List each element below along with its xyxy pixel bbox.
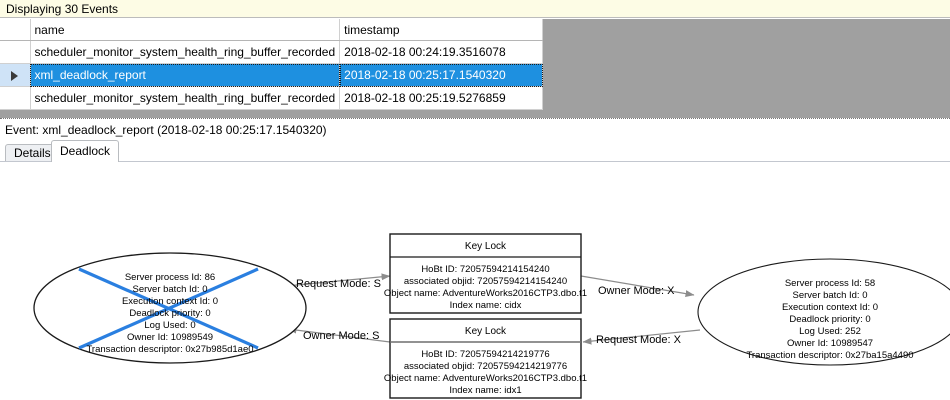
node-resource-top[interactable]: Key Lock HoBt ID: 72057594214154240 asso…	[384, 233, 587, 314]
deadlock-graph-canvas[interactable]: Request Mode: S Owner Mode: S Owner Mode…	[0, 161, 950, 400]
cell-name[interactable]: scheduler_monitor_system_health_ring_buf…	[30, 40, 341, 64]
cell-name[interactable]: scheduler_monitor_system_health_ring_buf…	[30, 86, 341, 110]
detail-tabstrip: Details Deadlock	[0, 140, 950, 162]
table-row[interactable]: xml_deadlock_report 2018-02-18 00:25:17.…	[0, 63, 544, 87]
row-selector-cell[interactable]	[0, 63, 31, 87]
node-victim-process[interactable]: Server process Id: 86 Server batch Id: 0…	[33, 252, 307, 364]
victim-line-5: Owner Id: 10989549	[127, 332, 213, 343]
edge-label-request-mode-s: Request Mode: S	[296, 278, 381, 290]
resource-top-line-0: HoBt ID: 72057594214154240	[421, 264, 549, 275]
column-header-timestamp[interactable]: timestamp	[339, 19, 544, 41]
cell-timestamp[interactable]: 2018-02-18 00:25:17.1540320	[339, 63, 544, 87]
resource-bottom-line-1: associated objid: 72057594214219776	[404, 361, 567, 372]
resource-top-line-1: associated objid: 72057594214154240	[404, 276, 567, 287]
survivor-line-4: Log Used: 252	[799, 326, 861, 337]
edge-request-mode-s[interactable]: Request Mode: S	[275, 273, 391, 290]
edge-line	[582, 329, 701, 345]
tab-deadlock[interactable]: Deadlock	[51, 140, 120, 162]
tab-deadlock-label: Deadlock	[60, 144, 111, 158]
edge-label-request-mode-x: Request Mode: X	[596, 334, 682, 346]
events-grid-header-row: name timestamp	[0, 19, 544, 41]
event-detail-title: Event: xml_deadlock_report (2018-02-18 0…	[5, 122, 327, 137]
edge-owner-mode-x[interactable]: Owner Mode: X	[580, 275, 695, 298]
edge-owner-mode-s[interactable]: Owner Mode: S	[287, 326, 391, 343]
edge-line	[580, 275, 695, 298]
survivor-line-0: Server process Id: 58	[785, 278, 875, 289]
victim-line-2: Execution context Id: 0	[122, 296, 218, 307]
survivor-line-3: Deadlock priority: 0	[789, 314, 870, 325]
events-grid[interactable]: name timestamp scheduler_monitor_system_…	[0, 19, 544, 110]
table-row[interactable]: scheduler_monitor_system_health_ring_buf…	[0, 86, 544, 110]
resource-bottom-box[interactable]	[389, 318, 582, 399]
survivor-line-2: Execution context Id: 0	[782, 302, 878, 313]
column-header-selector[interactable]	[0, 19, 31, 41]
victim-line-1: Server batch Id: 0	[133, 284, 208, 295]
deadlock-graph: Request Mode: S Owner Mode: S Owner Mode…	[33, 233, 950, 399]
node-survivor-process[interactable]: Server process Id: 58 Server batch Id: 0…	[697, 258, 950, 366]
row-selector-cell[interactable]	[0, 40, 31, 64]
node-resource-bottom[interactable]: Key Lock HoBt ID: 72057594214219776 asso…	[384, 318, 587, 399]
events-grid-container[interactable]: name timestamp scheduler_monitor_system_…	[0, 19, 950, 118]
survivor-line-5: Owner Id: 10989547	[787, 338, 873, 349]
events-count-label: Displaying 30 Events	[6, 1, 119, 16]
cell-timestamp[interactable]: 2018-02-18 00:25:19.5276859	[339, 86, 544, 110]
victim-line-4: Log Used: 0	[144, 320, 195, 331]
edge-line	[287, 326, 391, 343]
survivor-line-6: Transaction descriptor: 0x27ba15a4490	[746, 350, 913, 361]
tab-details-label: Details	[14, 146, 51, 160]
victim-line-6: Transaction descriptor: 0x27b985d1ae0	[86, 344, 253, 355]
edge-label-owner-mode-s: Owner Mode: S	[303, 330, 379, 342]
edge-request-mode-x[interactable]: Request Mode: X	[582, 329, 701, 346]
resource-bottom-line-2: Object name: AdventureWorks2016CTP3.dbo.…	[384, 373, 587, 384]
resource-top-line-3: Index name: cidx	[450, 300, 522, 311]
column-header-name[interactable]: name	[30, 19, 341, 41]
cell-timestamp[interactable]: 2018-02-18 00:24:19.3516078	[339, 40, 544, 64]
edge-line	[275, 273, 391, 288]
resource-bottom-line-3: Index name: idx1	[449, 385, 521, 396]
resource-top-line-2: Object name: AdventureWorks2016CTP3.dbo.…	[384, 288, 587, 299]
cell-name[interactable]: xml_deadlock_report	[30, 63, 341, 87]
survivor-process-ellipse[interactable]	[697, 258, 950, 366]
row-selector-cell[interactable]	[0, 86, 31, 110]
victim-line-3: Deadlock priority: 0	[129, 308, 210, 319]
resource-bottom-title: Key Lock	[465, 326, 507, 337]
events-grid-body: scheduler_monitor_system_health_ring_buf…	[0, 40, 544, 110]
table-row[interactable]: scheduler_monitor_system_health_ring_buf…	[0, 40, 544, 64]
events-count-banner: Displaying 30 Events	[0, 0, 950, 18]
resource-top-title: Key Lock	[465, 241, 507, 252]
resource-bottom-line-0: HoBt ID: 72057594214219776	[421, 349, 549, 360]
edge-label-owner-mode-x: Owner Mode: X	[598, 285, 675, 297]
victim-line-0: Server process Id: 86	[125, 272, 215, 283]
event-detail-header: Event: xml_deadlock_report (2018-02-18 0…	[0, 118, 950, 140]
events-grid-header: name timestamp	[0, 19, 544, 41]
victim-cross-icon	[78, 267, 259, 350]
resource-top-box[interactable]	[389, 233, 582, 314]
survivor-line-1: Server batch Id: 0	[793, 290, 868, 301]
current-row-arrow-icon	[11, 70, 19, 81]
